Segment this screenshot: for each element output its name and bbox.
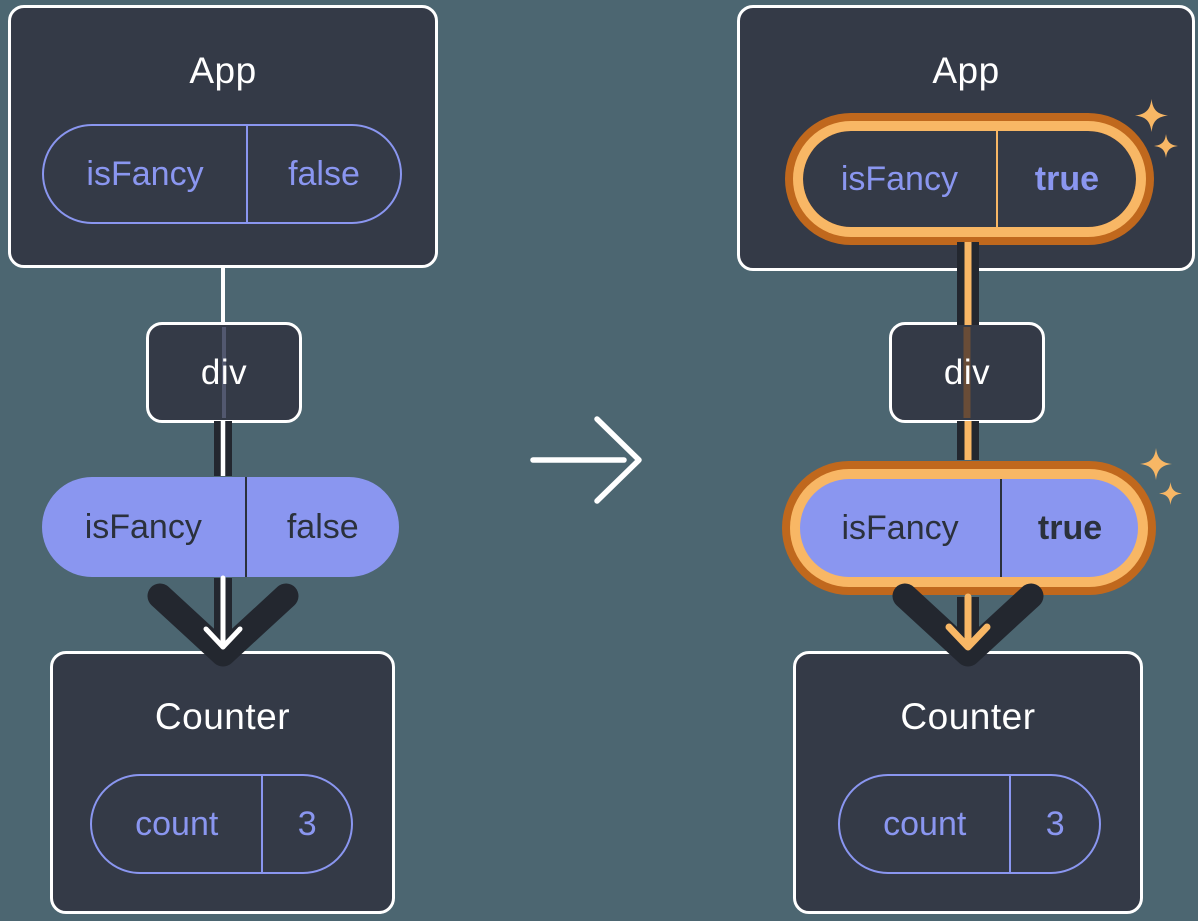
prop-flow-arrow-icon [147, 575, 299, 667]
pill-value: true [1034, 160, 1099, 198]
transition-arrow-icon [530, 416, 642, 504]
app-component-box: App isFancy false [8, 5, 438, 268]
app-component-box: App isFancy true [737, 5, 1195, 271]
state-pill: isFancy false [42, 124, 402, 224]
counter-component-box: Counter count 3 [50, 651, 395, 914]
sparkle-icon [1140, 448, 1172, 480]
pill-key: count [840, 776, 1012, 872]
div-element-box: div [889, 322, 1045, 423]
prop-pill-highlighted: isFancy true [800, 479, 1138, 577]
component-name: App [189, 50, 257, 91]
pill-key: isFancy [800, 479, 1003, 577]
sparkle-icon [1159, 482, 1182, 505]
pill-key: count [92, 776, 264, 872]
state-pill: count 3 [90, 774, 353, 874]
state-pill: count 3 [838, 774, 1101, 874]
pill-value: false [286, 508, 359, 546]
pill-value: false [288, 155, 360, 193]
pill-key: isFancy [44, 126, 248, 222]
state-pill-highlighted: isFancy true [803, 131, 1136, 227]
connector-passthrough-line [222, 327, 226, 418]
prop-flow-arrow-icon [892, 583, 1044, 667]
connector-passthrough-line [963, 327, 971, 418]
pill-value: 3 [1045, 805, 1065, 843]
component-name: Counter [900, 696, 1036, 737]
counter-component-box: Counter count 3 [793, 651, 1143, 914]
component-name: Counter [154, 696, 291, 737]
pill-key: isFancy [42, 477, 247, 577]
component-name: App [932, 50, 1000, 91]
prop-pill: isFancy false [42, 477, 399, 577]
pill-value: 3 [297, 805, 317, 843]
element-name: div [200, 353, 248, 392]
element-name: div [943, 353, 991, 392]
pill-key: isFancy [803, 131, 998, 227]
div-element-box: div [146, 322, 302, 423]
pill-value: true [1037, 509, 1103, 547]
